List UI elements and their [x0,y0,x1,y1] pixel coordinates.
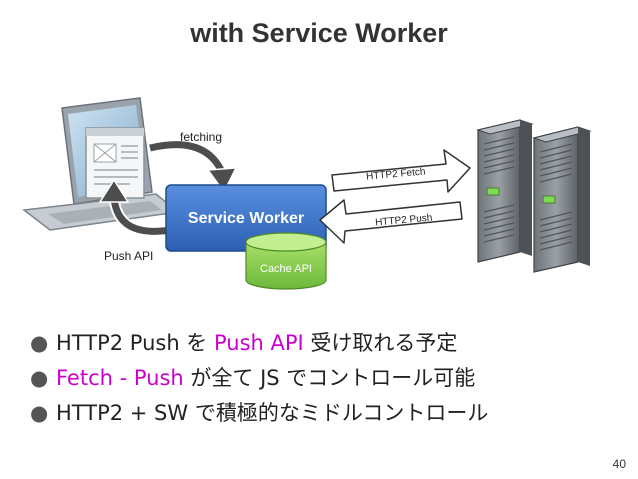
service-worker-label: Service Worker [188,210,304,227]
web-page-icon [85,127,145,199]
http2-fetch-arrow: HTTP2 Fetch [331,149,471,193]
push-arrow [98,178,171,237]
push-api-label: Push API [104,249,153,263]
fetching-arrow [148,139,238,194]
http2-push-label: HTTP2 Push [375,213,433,229]
page-number: 40 [612,457,626,471]
bullet-dot-icon: ● [30,331,49,355]
server-icon [476,119,592,273]
bullet-item: ●HTTP2 Push を Push API 受け取れる予定 [30,326,488,361]
bullet-dot-icon: ● [30,366,49,390]
slide-title: with Service Worker [190,18,448,48]
bullet-list: ●HTTP2 Push を Push API 受け取れる予定 ●Fetch - … [30,326,488,431]
architecture-diagram: fetching Push API Service Worker Cache A… [22,97,592,290]
bullet-dot-icon: ● [30,401,49,425]
fetching-label: fetching [180,130,222,144]
bullet-item: ●Fetch - Push が全て JS でコントロール可能 [30,361,488,396]
cache-api-cylinder: Cache API [245,232,327,290]
cache-api-label: Cache API [260,263,312,275]
bullet-item: ●HTTP2 + SW で積極的なミドルコントロール [30,396,488,431]
http2-push-arrow: HTTP2 Push [319,199,463,244]
http2-fetch-label: HTTP2 Fetch [366,166,426,182]
